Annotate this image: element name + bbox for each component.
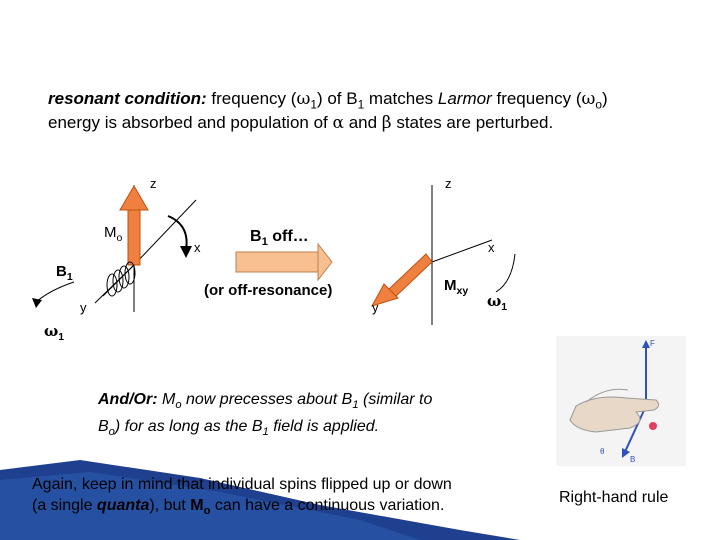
transition-arrow-head [317, 242, 333, 282]
right-x-axis [431, 239, 493, 263]
left-x-label: x [194, 240, 201, 255]
svg-text:F: F [650, 339, 655, 348]
mxy-vector-arrow [387, 253, 433, 299]
right-omega1-label: ω1 [487, 292, 508, 313]
right-x-label: x [488, 240, 495, 255]
right-rotation-arrow [495, 253, 516, 293]
right-z-label: z [445, 176, 452, 191]
omega1-rotation-arrow [35, 281, 75, 303]
right-hand-rule-illustration: F B θ [556, 336, 686, 466]
right-hand-rule-caption: Right-hand rule [559, 489, 669, 506]
left-rotation-arrow [167, 215, 188, 251]
hand-icon: F B θ [556, 336, 686, 466]
mxy-label: Mxy [444, 277, 469, 297]
and-or-paragraph: And/Or: Mo now precesses about B1 (simil… [98, 391, 433, 439]
right-y-label: y [372, 300, 379, 315]
m0-vector-head [119, 185, 149, 211]
again-paragraph: Again, keep in mind that individual spin… [32, 476, 452, 518]
left-omega1-label: ω1 [44, 322, 65, 343]
svg-text:B: B [630, 455, 635, 464]
left-z-label: z [150, 176, 157, 191]
m0-vector-arrow [127, 207, 141, 266]
b1-off-label: B1 off… [250, 228, 309, 249]
transition-arrow-body [235, 251, 319, 273]
mxy-vector-head [370, 283, 399, 307]
b1-label: B1 [56, 263, 73, 283]
left-rotation-arrowhead [180, 246, 192, 258]
left-x-axis [133, 199, 197, 266]
omega1-arrowhead [32, 298, 42, 308]
heading-line-2: energy is absorbed and population of α a… [48, 113, 554, 133]
off-resonance-label: (or off-resonance) [204, 282, 333, 299]
heading-line-1: resonant condition: frequency (ω1) of B1… [48, 89, 608, 112]
rf-coil-icon [102, 261, 136, 297]
m0-label: Mo [104, 224, 123, 244]
left-y-label: y [80, 300, 87, 315]
resonant-condition-label: resonant condition: [48, 89, 207, 108]
svg-text:θ: θ [600, 447, 605, 456]
